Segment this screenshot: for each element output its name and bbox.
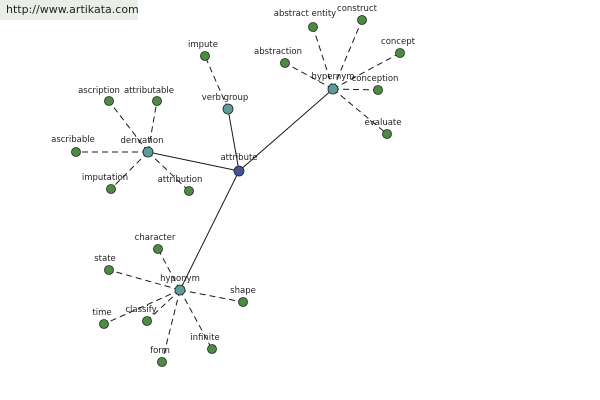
node-conception[interactable]: conception [352,74,399,95]
edge-hypernym-evaluate [332,88,388,135]
node-label-attributable[interactable]: attributable [124,86,174,96]
node-dot-abstract-entity[interactable] [308,22,318,32]
url-banner[interactable]: http://www.artikata.com [0,0,139,20]
node-label-infinite[interactable]: infinite [190,333,219,343]
node-attribute[interactable]: attribute [220,153,258,177]
node-label-construct[interactable]: construct [337,4,378,14]
node-ascribable[interactable]: ascribable [51,135,95,157]
node-label-derivation[interactable]: derivation [120,136,163,146]
node-dot-attribution[interactable] [184,186,194,196]
node-dot-derivation[interactable] [142,146,154,158]
node-impute[interactable]: impute [188,40,218,61]
node-abstraction[interactable]: abstraction [254,47,302,68]
node-verb-group[interactable]: verb group [202,93,249,115]
node-state[interactable]: state [94,254,116,275]
node-label-evaluate[interactable]: evaluate [365,118,402,128]
edge-hyponym-shape [179,289,244,303]
node-label-character[interactable]: character [135,233,176,243]
edge-hyponym-classify [146,289,181,322]
node-label-imputation[interactable]: imputation [82,173,128,183]
node-dot-time[interactable] [99,319,109,329]
node-label-time[interactable]: time [92,308,111,318]
edge-hyponym-time [103,289,181,325]
node-classify[interactable]: classify [125,305,157,326]
node-derivation[interactable]: derivation [120,136,164,158]
node-dot-imputation[interactable] [106,184,116,194]
node-label-ascription[interactable]: ascription [78,86,120,96]
node-dot-attributable[interactable] [152,96,162,106]
node-label-shape[interactable]: shape [230,286,256,296]
node-label-abstract-entity[interactable]: abstract entity [274,9,336,19]
node-dot-concept[interactable] [395,48,405,58]
node-abstract-entity[interactable]: abstract entity [274,9,336,32]
node-dot-classify[interactable] [142,316,152,326]
node-dot-infinite[interactable] [207,344,217,354]
node-label-verb-group[interactable]: verb group [202,93,249,103]
node-imputation[interactable]: imputation [82,173,128,194]
node-dot-conception[interactable] [373,85,383,95]
node-dot-hyponym[interactable] [174,284,186,296]
node-construct[interactable]: construct [337,4,378,25]
nodes-layer: attribute verb group derivation hypernym hyp… [51,4,416,367]
edge-hypernym-abstraction [284,62,334,90]
edge-attribute-hypernym [238,88,334,172]
node-label-form[interactable]: form [150,346,170,356]
node-label-concept[interactable]: concept [381,37,416,47]
node-dot-hypernym[interactable] [327,83,339,95]
node-label-attribution[interactable]: attribution [158,175,203,185]
edge-hyponym-infinite [179,289,213,350]
node-dot-shape[interactable] [238,297,248,307]
node-label-hyponym[interactable]: hyponym [160,274,200,284]
node-dot-ascription[interactable] [104,96,114,106]
node-dot-attribute[interactable] [233,165,245,177]
node-infinite[interactable]: infinite [190,333,220,354]
node-label-ascribable[interactable]: ascribable [51,135,95,145]
node-label-hypernym[interactable]: hypernym [311,72,354,82]
edge-hypernym-abstract-entity [312,26,334,90]
edge-derivation-imputation [110,151,149,190]
node-label-abstraction[interactable]: abstraction [254,47,302,57]
node-time[interactable]: time [92,308,112,329]
node-attribution[interactable]: attribution [158,175,203,196]
node-concept[interactable]: concept [381,37,416,58]
node-dot-ascribable[interactable] [71,147,81,157]
node-dot-construct[interactable] [357,15,367,25]
node-dot-abstraction[interactable] [280,58,290,68]
node-dot-form[interactable] [157,357,167,367]
edge-hyponym-character [157,248,181,291]
edge-attribute-derivation [147,151,240,172]
node-label-impute[interactable]: impute [188,40,218,50]
edge-attribute-hyponym [179,170,240,291]
node-label-attribute[interactable]: attribute [220,153,257,163]
node-label-conception[interactable]: conception [352,74,399,84]
edge-hypernym-construct [332,19,363,90]
node-dot-evaluate[interactable] [382,129,392,139]
node-hyponym[interactable]: hyponym [160,274,200,296]
node-dot-character[interactable] [153,244,163,254]
edge-derivation-ascription [108,100,149,153]
node-dot-state[interactable] [104,265,114,275]
node-attributable[interactable]: attributable [124,86,174,106]
edge-hypernym-concept [332,52,401,90]
node-label-state[interactable]: state [94,254,116,264]
node-evaluate[interactable]: evaluate [365,118,402,139]
edge-hypernym-conception [332,88,379,91]
node-ascription[interactable]: ascription [78,86,120,106]
edge-hyponym-state [108,269,181,291]
node-label-classify[interactable]: classify [125,305,156,315]
edge-attribute-verb-group [227,108,240,172]
edge-hyponym-form [161,289,181,363]
node-dot-impute[interactable] [200,51,210,61]
edge-derivation-attribution [147,151,190,192]
node-dot-verb-group[interactable] [222,103,234,115]
node-character[interactable]: character [135,233,176,254]
edge-derivation-attributable [147,100,158,153]
edges-layer [76,19,401,363]
node-shape[interactable]: shape [230,286,256,307]
node-hypernym[interactable]: hypernym [311,72,355,95]
node-form[interactable]: form [150,346,170,367]
